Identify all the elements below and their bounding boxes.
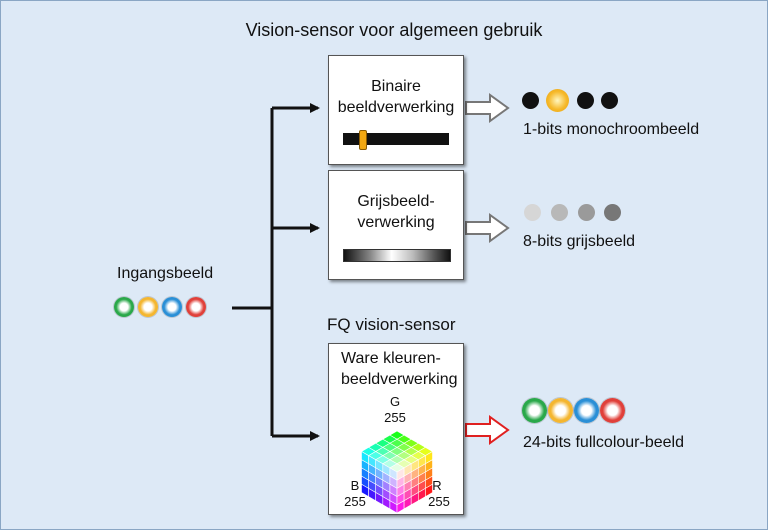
binary-output-label: 1-bits monochroombeeld: [523, 121, 700, 138]
axis-b-value: 255: [344, 494, 366, 509]
yellow-dot-icon: [548, 398, 573, 423]
yellow-dot-icon: [138, 297, 158, 317]
output-arrow-binary: [465, 93, 510, 123]
green-dot-icon: [114, 297, 134, 317]
output-arrow-color: [465, 415, 510, 445]
binary-threshold-bar: [343, 130, 449, 150]
black-dot-icon: [601, 92, 618, 109]
gray-dot-icon: [551, 204, 568, 221]
black-dot-icon: [522, 92, 539, 109]
fq-heading: FQ vision-sensor: [327, 315, 456, 334]
blue-dot-icon: [162, 297, 182, 317]
gray-output-label: 8-bits grijsbeeld: [523, 233, 636, 250]
red-dot-icon: [600, 398, 625, 423]
gray-dot-icon: [578, 204, 595, 221]
gray-box-label: Grijsbeeld- verwerking: [357, 193, 435, 231]
threshold-slider-handle: [359, 130, 367, 150]
highlight-dot-icon: [546, 89, 569, 112]
black-dot-icon: [577, 92, 594, 109]
axis-r-value: 255: [428, 494, 450, 509]
green-dot-icon: [522, 398, 547, 423]
input-label: Ingangsbeeld: [117, 265, 214, 282]
axis-r-label: R: [432, 478, 442, 493]
cube-cell: [425, 483, 433, 498]
axis-b-label: B: [350, 478, 360, 493]
binary-box-label: Binaire beeldverwerking: [337, 78, 455, 116]
gray-dot-icon: [524, 204, 541, 221]
grayscale-gradient-bar: [343, 249, 451, 262]
output-arrow-gray: [465, 213, 510, 243]
axis-g-label: G: [389, 394, 401, 409]
color-box-label: Ware kleuren- beeldverwerking: [341, 350, 458, 388]
binary-processing-box: Binaire beeldverwerking: [328, 55, 464, 165]
rgb-color-cube: [360, 430, 434, 514]
color-output-label: 24-bits fullcolour-beeld: [523, 434, 684, 451]
blue-dot-icon: [574, 398, 599, 423]
color-processing-box: Ware kleuren- beeldverwerking G 255 B 25…: [328, 343, 464, 515]
axis-g-value: 255: [384, 410, 406, 425]
red-dot-icon: [186, 297, 206, 317]
gray-dot-icon: [604, 204, 621, 221]
diagram-title: Vision-sensor voor algemeen gebruik: [245, 20, 543, 40]
gray-processing-box: Grijsbeeld- verwerking: [328, 170, 464, 280]
